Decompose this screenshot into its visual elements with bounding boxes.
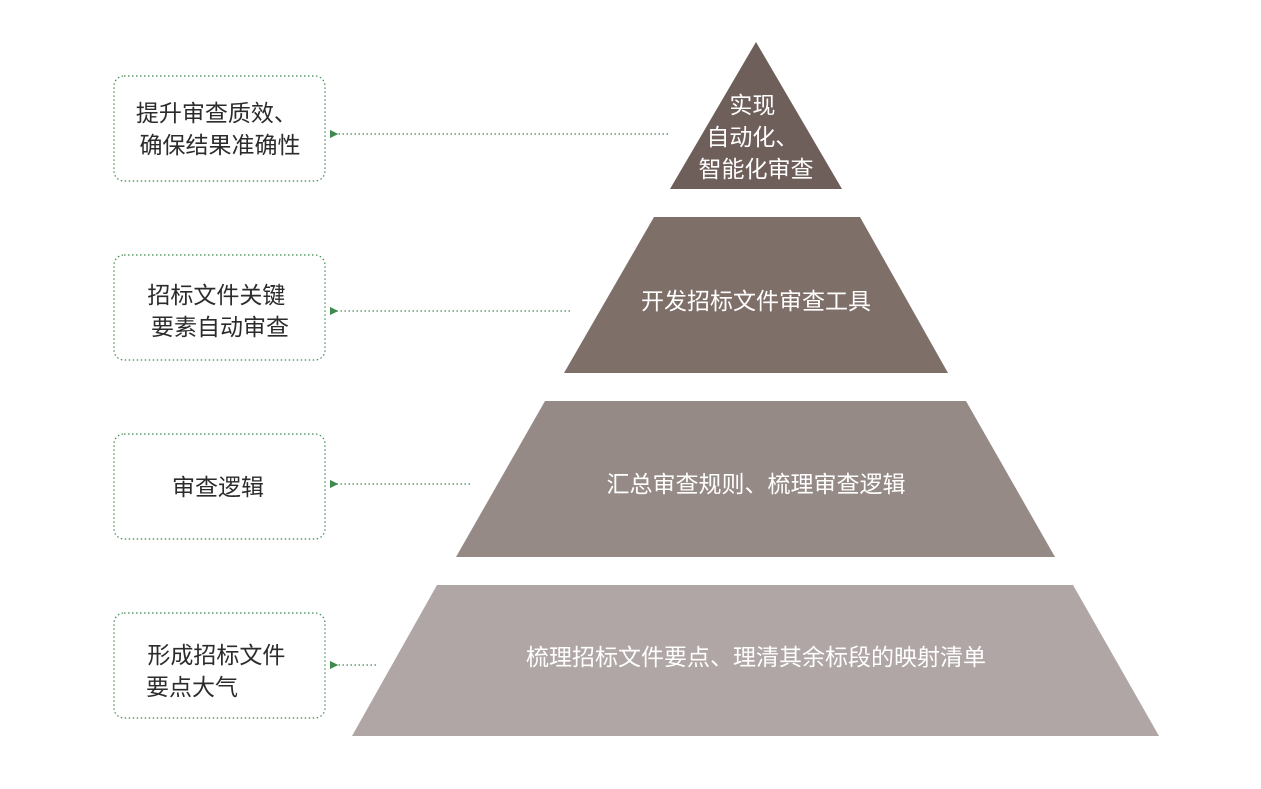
label-line: 形成招标文件 [147,643,285,669]
pyramid-tier-third: 汇总审查规则、梳理审查逻辑 [456,401,1055,557]
label-line: 要点大气 [146,675,238,701]
label-line: 确保结果准确性 [140,133,301,159]
pyramid: 实现 自动化、 智能化审查 开发招标文件审查工具 汇总审查规则、梳理审查逻辑 梳… [352,42,1159,736]
label-text: 招标文件关键 要素自动审查 [147,283,292,341]
tier-shape [456,401,1055,557]
tier-shape [352,585,1159,736]
tier-text: 汇总审查规则、梳理审查逻辑 [607,472,906,498]
pyramid-tier-top: 实现 自动化、 智能化审查 [670,42,842,189]
label-box-3: 审查逻辑 [113,433,326,540]
label-box-frame [113,75,326,182]
tier-line: 智能化审查 [699,157,814,183]
tier-shape [670,42,842,189]
tier-text: 开发招标文件审查工具 [641,289,871,315]
label-text: 提升审查质效、 确保结果准确性 [136,101,304,159]
label-text: 审查逻辑 [172,475,264,501]
label-box-frame [113,254,326,361]
label-box-frame [113,433,326,540]
pyramid-tier-second: 开发招标文件审查工具 [564,217,948,373]
label-box-1: 提升审查质效、 确保结果准确性 [113,75,326,182]
tier-text: 实现 自动化、 智能化审查 [699,93,814,183]
label-text: 形成招标文件 要点大气 [146,643,293,701]
labels: 提升审查质效、 确保结果准确性 招标文件关键 要素自动审查 审查逻辑 形成招标文… [113,75,326,719]
connectors [329,129,668,670]
label-line: 要素自动审查 [151,315,289,341]
tier-text: 梳理招标文件要点、理清其余标段的映射清单 [526,645,986,671]
label-box-2: 招标文件关键 要素自动审查 [113,254,326,361]
tier-shape [564,217,948,373]
label-box-4: 形成招标文件 要点大气 [113,612,326,719]
label-box-frame [113,612,326,719]
label-line: 提升审查质效、 [136,101,297,127]
label-line: 招标文件关键 [147,283,285,309]
pyramid-tier-base: 梳理招标文件要点、理清其余标段的映射清单 [352,585,1159,736]
tier-line: 自动化、 [706,125,798,151]
tier-line: 实现 [729,93,775,119]
